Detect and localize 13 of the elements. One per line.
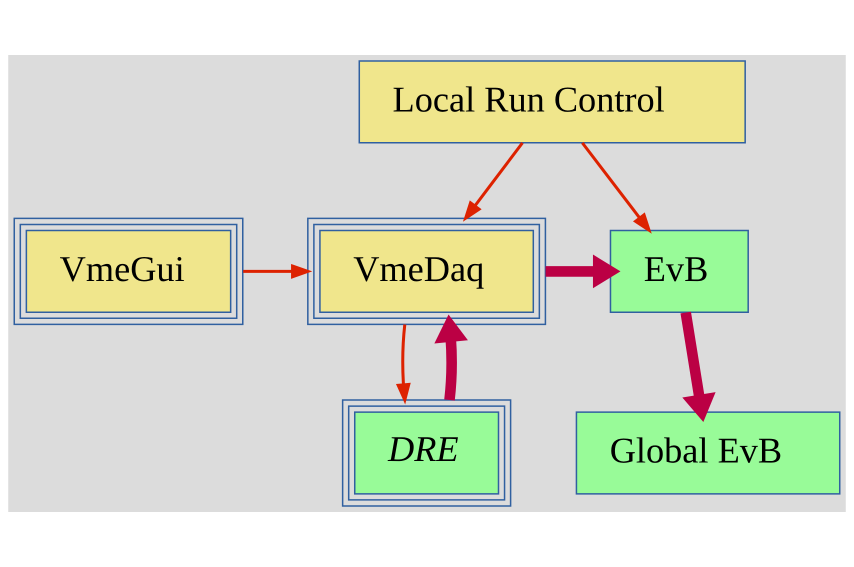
node-box: Local Run Control <box>358 60 746 144</box>
node-box: VmeDaq <box>307 218 546 326</box>
arrow <box>546 254 620 288</box>
arrow <box>243 264 312 279</box>
node-box: Global EvB <box>576 411 840 495</box>
node-box: EvB <box>610 230 749 313</box>
arrow <box>396 324 411 405</box>
arrow <box>581 142 652 234</box>
node-box: DRE <box>342 399 512 507</box>
arrow <box>680 312 716 422</box>
arrow <box>462 142 524 222</box>
arrow <box>434 314 468 401</box>
node-box: VmeGui <box>14 218 244 326</box>
